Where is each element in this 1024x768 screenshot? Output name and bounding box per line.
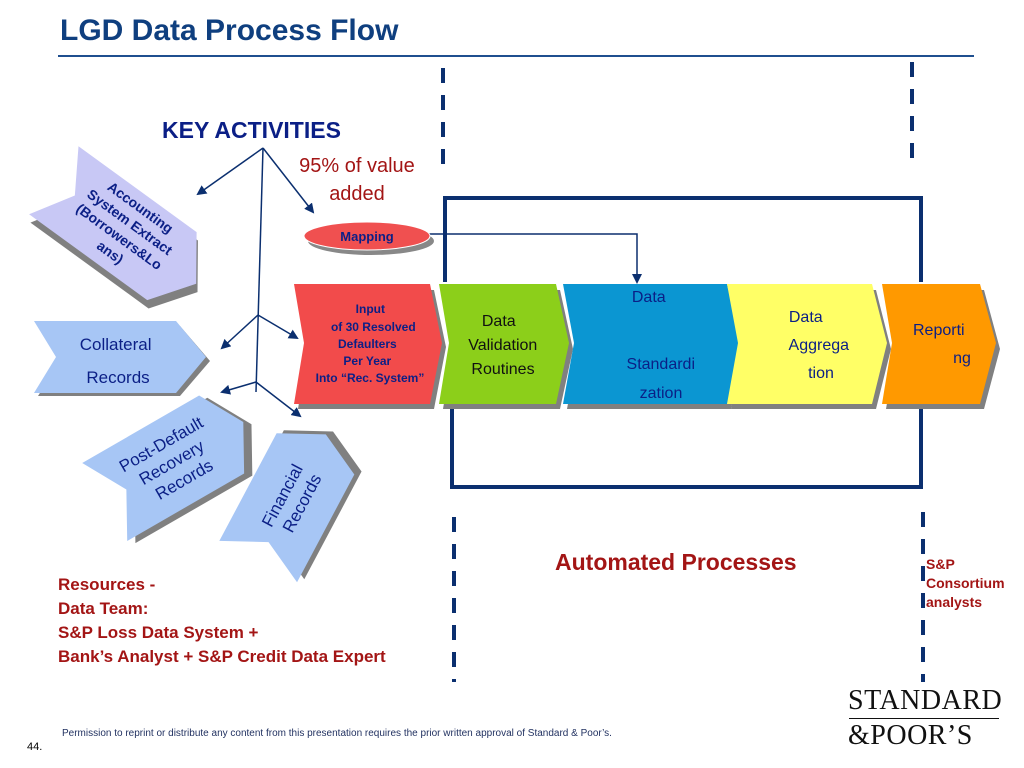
key-activities-heading: KEY ACTIVITIES — [162, 117, 341, 143]
process-step-standardization: Data Standardi zation — [563, 284, 744, 409]
reporting-line-2: ng — [953, 350, 971, 367]
aggregation-line-3: tion — [808, 365, 834, 382]
logo-line-1: STANDARD — [848, 685, 1003, 716]
validation-line-3: Routines — [471, 361, 534, 378]
collateral-line-2: Records — [86, 368, 149, 387]
input-step-line-3: Defaulters — [338, 337, 397, 351]
collateral-line-1: Collateral — [80, 335, 152, 354]
svg-text:Input of 30 Resolved: Input of 30 Resolved Defaulters Per Year… — [316, 302, 425, 385]
automation-bracket-bottom — [450, 406, 923, 489]
consortium-line-1: S&P — [926, 556, 955, 572]
svg-text:Data Standardi: Data Standardi zation — [627, 289, 700, 402]
mapping-label: Mapping — [340, 229, 393, 244]
slide-number: 44. — [27, 741, 43, 753]
aggregation-line-1: Data — [789, 309, 823, 326]
process-step-reporting: Reporti ng — [882, 284, 1000, 409]
aggregation-line-2: Aggrega — [789, 337, 850, 354]
collateral-records-input: Collateral Records — [34, 321, 210, 396]
input-step-line-1: Input — [356, 302, 385, 316]
process-step-aggregation: Data Aggrega tion — [727, 284, 891, 409]
resources-line-2: Data Team: — [58, 599, 149, 618]
input-step-line-4: Per Year — [343, 354, 391, 368]
standardization-line-1: Data — [632, 289, 666, 306]
value-added-note: 95% of value added — [282, 152, 432, 208]
standardization-line-4: zation — [640, 385, 683, 402]
process-step-input: Input of 30 Resolved Defaulters Per Year… — [294, 284, 446, 409]
resources-line-4: Bank’s Analyst + S&P Credit Data Expert — [58, 647, 386, 666]
mapping-connector — [428, 233, 642, 284]
svg-text:Data Aggrega tion: Data Aggrega tion — [789, 309, 854, 382]
financial-records-input: Financial Records — [219, 430, 362, 583]
svg-text:Reporti ng: Reporti ng — [913, 322, 971, 367]
accounting-extract-input: Accounting System Extract (Borrowers&Lo … — [29, 146, 198, 309]
svg-text:Collateral Records: Collateral Records — [80, 335, 157, 387]
mapping-node: Mapping — [303, 221, 434, 255]
logo-rule — [849, 718, 999, 719]
post-default-records-input: Post-Default Recovery Records — [82, 395, 253, 544]
automation-bracket-top — [443, 196, 923, 282]
sp-logo: STANDARD &POOR’S — [848, 685, 1008, 752]
reporting-line-1: Reporti — [913, 322, 965, 339]
key-activity-connectors — [196, 147, 315, 418]
input-step-line-2: of 30 Resolved — [331, 320, 416, 334]
resources-line-1: Resources - — [58, 575, 156, 594]
title-divider — [58, 55, 974, 57]
value-added-line-2: added — [329, 183, 385, 205]
logo-line-2: &POOR’S — [848, 720, 973, 751]
resources-block: Resources - Data Team: S&P Loss Data Sys… — [58, 573, 386, 669]
svg-text:Data Validation Ro: Data Validation Routines — [468, 313, 542, 378]
input-step-line-5: Into “Rec. System” — [316, 371, 425, 385]
consortium-line-2: Consortium — [926, 575, 1005, 591]
validation-line-2: Validation — [468, 337, 537, 354]
consortium-line-3: analysts — [926, 594, 983, 610]
value-added-line-1: 95% of value — [299, 155, 415, 177]
automated-processes-label: Automated Processes — [555, 549, 797, 575]
sp-consortium-label: S&P Consortium analysts — [926, 555, 1024, 612]
resources-line-3: S&P Loss Data System + — [58, 623, 259, 642]
permission-footer: Permission to reprint or distribute any … — [62, 728, 612, 739]
page-title: LGD Data Process Flow — [60, 14, 399, 47]
validation-line-1: Data — [482, 313, 516, 330]
process-step-validation: Data Validation Routines — [439, 284, 573, 409]
standardization-line-3: Standardi — [627, 356, 696, 373]
